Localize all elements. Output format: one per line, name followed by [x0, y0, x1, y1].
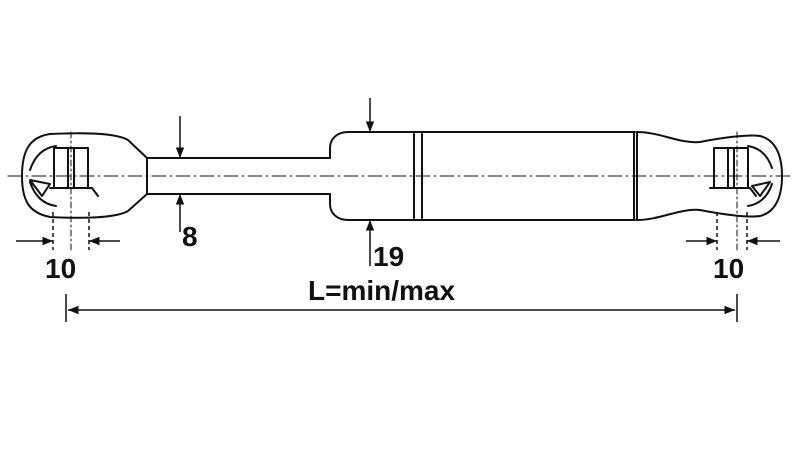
left-end-width-label: 10: [45, 253, 76, 284]
rod-diameter-label: 8: [182, 221, 198, 252]
dimension-left-end: [16, 212, 120, 250]
cylinder-diameter-label: 19: [373, 241, 404, 272]
right-end-fitting: [636, 131, 783, 221]
dimension-overall-length: [65, 294, 738, 322]
dimension-right-end: [686, 212, 780, 250]
overall-length-label: L=min/max: [308, 275, 455, 306]
right-end-width-label: 10: [713, 253, 744, 284]
cylinder-body: [329, 131, 638, 221]
